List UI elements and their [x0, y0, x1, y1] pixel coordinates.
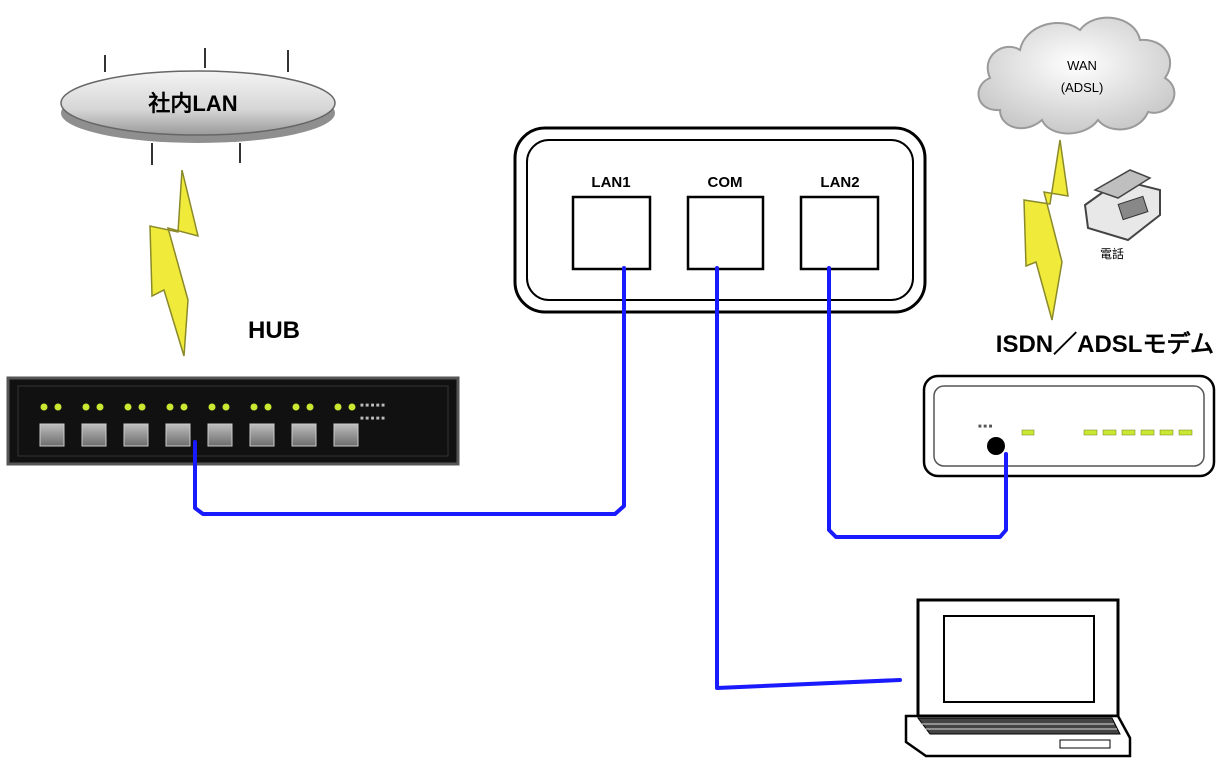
- hub-led: [124, 403, 132, 411]
- modem-device: ■ ■ ■: [922, 374, 1216, 478]
- port-lan1-label: LAN1: [591, 174, 630, 191]
- hub-device: ■ ■ ■ ■ ■ ■ ■ ■ ■ ■: [6, 376, 460, 466]
- phone-label: 電話: [1100, 246, 1124, 261]
- hub-port[interactable]: [291, 423, 317, 447]
- port-com[interactable]: [686, 195, 765, 271]
- hub-led: [180, 403, 188, 411]
- hub-led: [54, 403, 62, 411]
- lan-backbone: 社内LAN: [60, 48, 336, 165]
- wan-cloud: WAN (ADSL): [977, 16, 1176, 135]
- cable-hub-lan1: [193, 266, 626, 516]
- hub-led: [306, 403, 314, 411]
- hub-led: [96, 403, 104, 411]
- hub-port[interactable]: [249, 423, 275, 447]
- svg-text:■ ■ ■ ■ ■: ■ ■ ■ ■ ■: [360, 416, 385, 422]
- lightning-bolt-icon: [149, 169, 200, 357]
- hub-port[interactable]: [123, 423, 149, 447]
- wan-label-line1: WAN: [1067, 58, 1097, 73]
- lan-label: 社内LAN: [148, 91, 237, 116]
- hub-led: [40, 403, 48, 411]
- hub-port[interactable]: [165, 423, 191, 447]
- hub-port[interactable]: [81, 423, 107, 447]
- hub-led: [208, 403, 216, 411]
- cable-lan2-modem: [827, 266, 1008, 539]
- cable-com-laptop: [715, 266, 902, 690]
- router-device: LAN1 COM LAN2: [513, 126, 927, 314]
- modem-led: [1121, 429, 1136, 436]
- modem-led: [1140, 429, 1155, 436]
- hub-label: HUB: [248, 317, 300, 344]
- hub-led: [292, 403, 300, 411]
- svg-text:■ ■ ■: ■ ■ ■: [978, 424, 993, 430]
- modem-label: ISDN／ADSLモデム: [996, 330, 1214, 358]
- hub-led: [264, 403, 272, 411]
- port-com-label: COM: [708, 174, 743, 191]
- port-lan2[interactable]: [799, 195, 880, 271]
- hub-led: [138, 403, 146, 411]
- modem-jack[interactable]: [987, 437, 1005, 455]
- svg-text:■ ■ ■ ■ ■: ■ ■ ■ ■ ■: [360, 403, 385, 409]
- modem-led: [1178, 429, 1193, 436]
- wan-lightning-icon: [1023, 139, 1069, 321]
- hub-led: [334, 403, 342, 411]
- phone-icon: 電話: [1083, 169, 1161, 261]
- modem-led: [1083, 429, 1098, 436]
- modem-led: [1102, 429, 1117, 436]
- hub-port[interactable]: [333, 423, 359, 447]
- hub-led: [82, 403, 90, 411]
- wan-label-line2: (ADSL): [1061, 80, 1104, 95]
- port-lan2-label: LAN2: [820, 174, 859, 191]
- port-lan1[interactable]: [571, 195, 652, 271]
- hub-port[interactable]: [39, 423, 65, 447]
- cables: [193, 266, 1008, 690]
- laptop-icon: [904, 598, 1132, 758]
- hub-port[interactable]: [207, 423, 233, 447]
- hub-led: [250, 403, 258, 411]
- hub-led: [166, 403, 174, 411]
- hub-led: [222, 403, 230, 411]
- modem-led: [1159, 429, 1174, 436]
- hub-led: [348, 403, 356, 411]
